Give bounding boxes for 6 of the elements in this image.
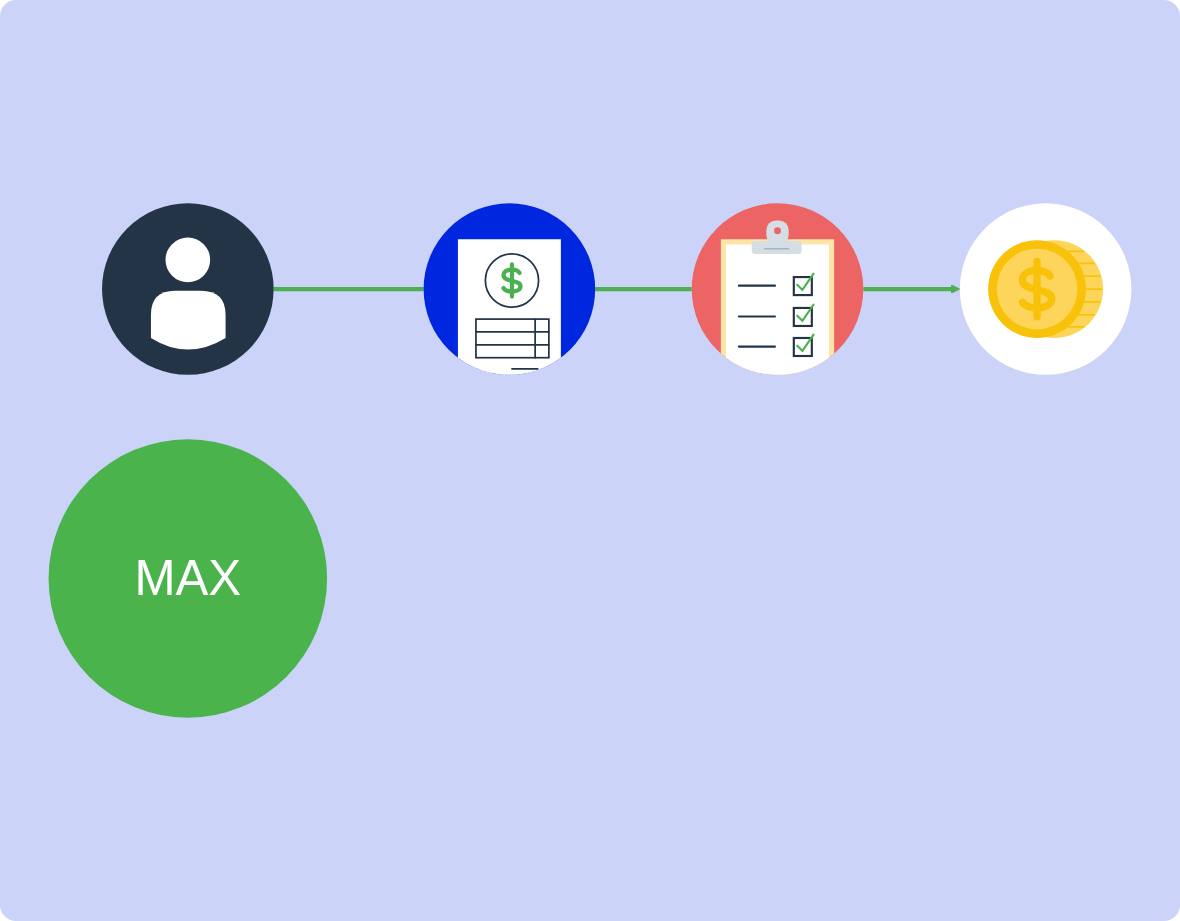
arrow <box>863 284 961 294</box>
node-circle: MAX <box>48 439 328 718</box>
node-circle <box>102 203 274 375</box>
node-circle <box>959 203 1132 375</box>
connector <box>595 286 692 292</box>
connector <box>273 286 424 292</box>
